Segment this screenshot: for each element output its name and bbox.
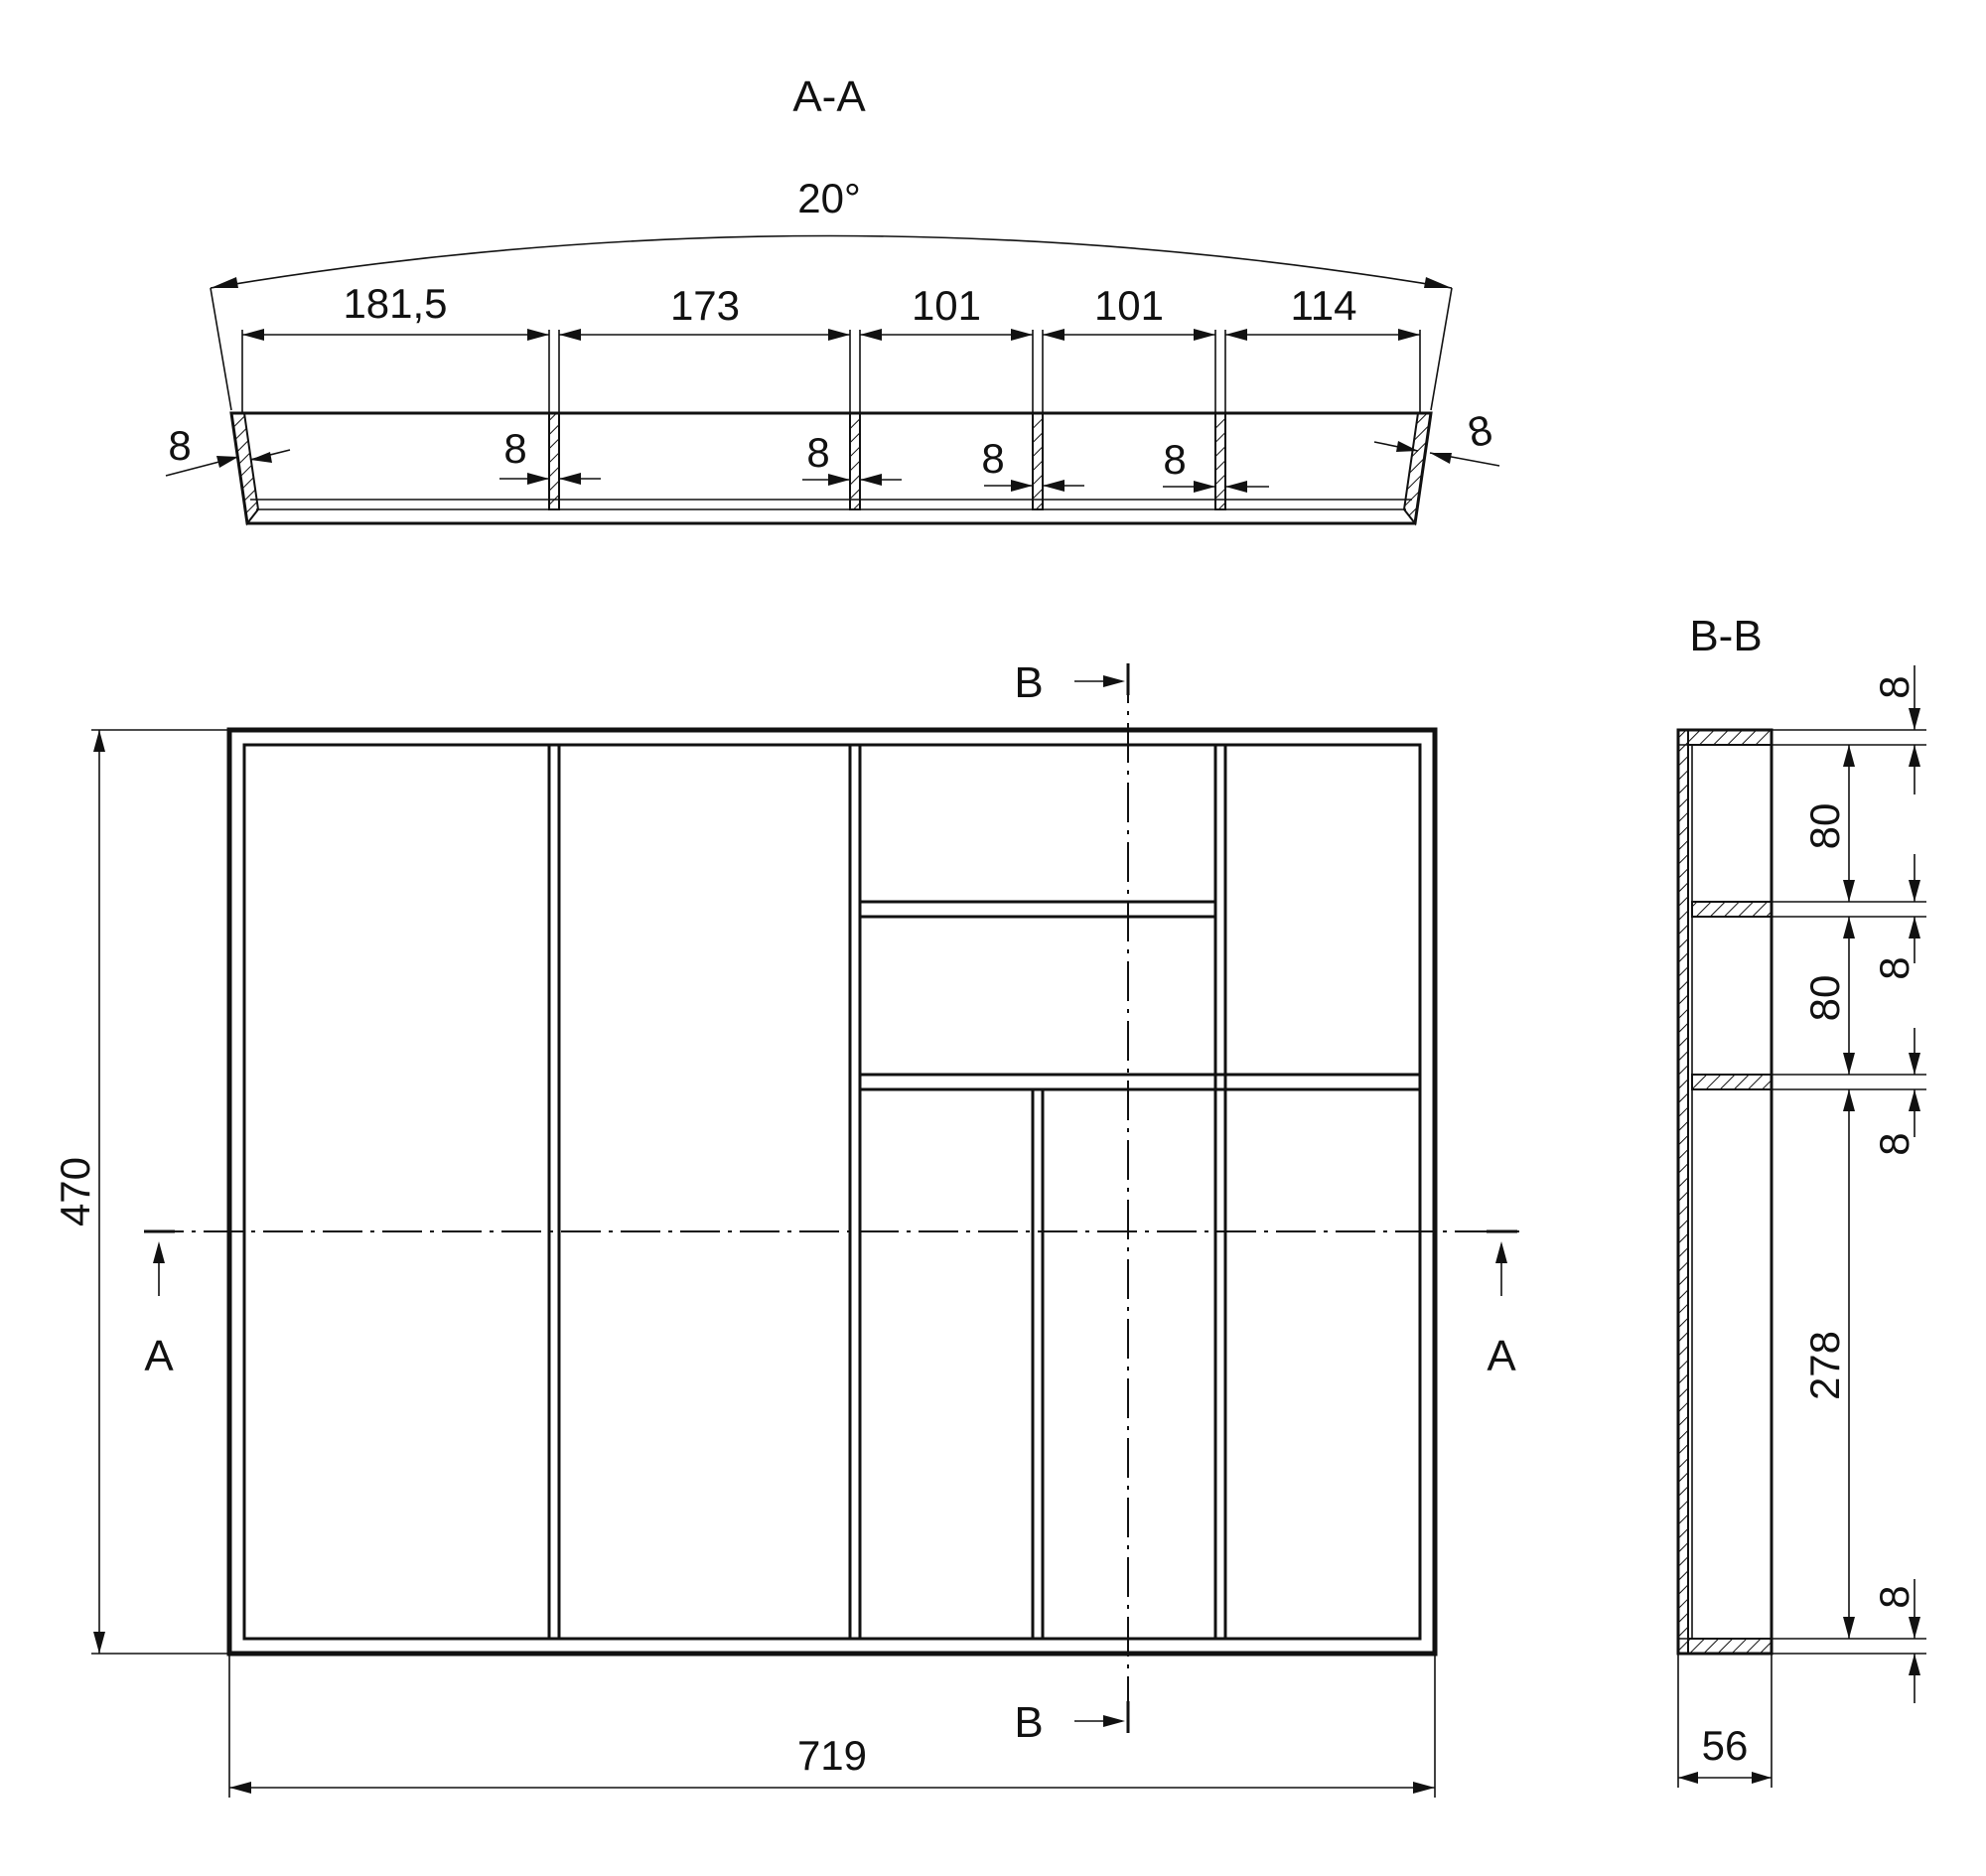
plan-view: A A B B 470 719 — [52, 658, 1519, 1798]
thickness-label-bottom: 8 — [1871, 1585, 1917, 1608]
angle-arrow-right — [1424, 277, 1452, 288]
angle-label: 20° — [797, 175, 861, 221]
left-wall-hatch — [229, 412, 260, 526]
section-bb-bottom-hatch — [1677, 729, 1689, 1655]
height-label: 470 — [52, 1157, 98, 1227]
height-80-upper-label: 80 — [1801, 803, 1848, 850]
divider-3 — [1213, 743, 1227, 1641]
divider-2-hatch — [849, 412, 861, 510]
section-b-label-bottom: B — [1014, 1698, 1043, 1747]
wall-top-hatch — [1687, 729, 1773, 746]
angle-ext-left — [210, 287, 232, 411]
shelf-upper-hatch — [1691, 901, 1773, 918]
wall-label-right: 8 — [1463, 405, 1496, 456]
thickness-label-upper-shelf: 8 — [1871, 956, 1917, 979]
width-label-3: 101 — [912, 282, 981, 329]
width-dimensions — [241, 329, 1421, 413]
divider-3-hatch — [1032, 412, 1044, 510]
width-label-4: 101 — [1094, 282, 1164, 329]
wall-label-divider-2: 8 — [806, 429, 829, 476]
depth-label: 56 — [1702, 1722, 1749, 1769]
angle-arrow-left — [211, 277, 238, 288]
section-aa-title: A-A — [792, 72, 866, 121]
wall-label-divider-1: 8 — [503, 425, 526, 472]
width-label-2: 173 — [670, 282, 740, 329]
divider-1 — [547, 743, 561, 1641]
height-278-label: 278 — [1801, 1331, 1848, 1400]
section-a-label-right: A — [1487, 1332, 1516, 1380]
height-80-lower-label: 80 — [1801, 975, 1848, 1022]
thickness-label-lower-shelf: 8 — [1871, 1132, 1917, 1155]
tray-inner-outline — [242, 743, 1422, 1641]
angle-ext-right — [1430, 287, 1453, 411]
section-a-label-left: A — [144, 1332, 174, 1380]
section-aa: A-A 20° — [165, 72, 1500, 526]
shelf-lower-hatch — [1691, 1074, 1773, 1090]
width-label-5: 114 — [1291, 282, 1357, 329]
shelf-lower — [858, 1073, 1422, 1091]
thickness-label-top: 8 — [1871, 675, 1917, 698]
section-bb-title: B-B — [1689, 612, 1762, 660]
wall-label-divider-3: 8 — [981, 435, 1004, 482]
angle-arc — [210, 234, 1453, 289]
thickness-callouts — [1909, 665, 1920, 1703]
shelf-upper — [858, 900, 1217, 919]
tray-outline — [226, 727, 1438, 1657]
width-label-1: 181,5 — [343, 280, 447, 327]
divider-4-hatch — [1214, 412, 1226, 510]
wall-thickness-callouts — [165, 441, 1500, 493]
divider-1-hatch — [548, 412, 560, 510]
divider-2 — [848, 743, 862, 1641]
wall-bottom-hatch — [1687, 1638, 1773, 1655]
wall-label-divider-4: 8 — [1163, 436, 1186, 483]
tray-section-outline — [229, 411, 1433, 525]
wall-label-left: 8 — [168, 422, 191, 469]
section-bb: B-B 56 — [1676, 612, 1926, 1788]
width-label: 719 — [797, 1732, 867, 1779]
right-wall-hatch — [1402, 412, 1433, 526]
section-b-label-top: B — [1014, 658, 1043, 707]
divider-4 — [1031, 1087, 1045, 1641]
